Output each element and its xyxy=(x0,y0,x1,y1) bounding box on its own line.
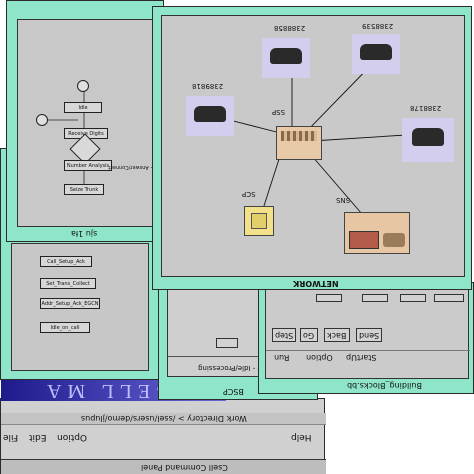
server-cabinet-icon xyxy=(251,213,267,229)
scp-node[interactable] xyxy=(244,206,274,236)
phone-node-2389818-label: 2389818 xyxy=(192,82,224,90)
bscp-title: BSCP xyxy=(223,387,244,396)
telephone-icon xyxy=(360,44,392,60)
flow-box-lower-2: Addr_Setup_Ack_EGCN xyxy=(40,298,100,309)
blocks-top-btn-1[interactable] xyxy=(316,294,342,302)
phone-node-2388539[interactable] xyxy=(352,34,400,74)
flow-window: Idle Receive Digits Number Analysis Seiz… xyxy=(6,0,168,242)
telephone-icon xyxy=(270,48,302,64)
menu-bar: File Edit Option Help xyxy=(1,431,326,445)
flow-box-seize: Seize Trunk xyxy=(64,184,104,195)
telephone-icon xyxy=(412,128,444,146)
left-lower-canvas: Idle_on_call Addr_Setup_Ack_EGCN Set_Tra… xyxy=(11,243,149,371)
go-button[interactable]: Go xyxy=(300,328,318,342)
start-circle-icon xyxy=(77,80,89,92)
building-blocks-window: Step Go Back Send Run Option StartUp Bui… xyxy=(258,282,474,394)
blocks-menu-option[interactable]: Option xyxy=(306,353,333,362)
bscp-status-row: BSCP - Idle/Processing xyxy=(168,356,310,378)
blocks-menu-run[interactable]: Run xyxy=(274,353,290,362)
work-directory-label: Work Directory > /ssel/users/demo/jlupus xyxy=(81,414,247,423)
flow-box-lower-3: Set_Trans_Collect xyxy=(40,278,96,289)
sns-node[interactable] xyxy=(344,212,410,254)
switch-rack-icon xyxy=(281,131,317,141)
step-button[interactable]: Step xyxy=(272,328,296,342)
blocks-title: Building_Blocks.bb xyxy=(347,381,422,390)
dial-knobs-icon xyxy=(383,233,405,247)
telephone-icon xyxy=(194,106,226,122)
blocks-menu-bar: Run Option StartUp xyxy=(266,350,470,364)
flow-box-analysis: Number Analysis xyxy=(64,160,112,171)
send-button[interactable]: Send xyxy=(356,328,382,342)
scp-label: SCP xyxy=(242,190,256,198)
phone-node-2388858[interactable] xyxy=(262,38,310,78)
bscp-small-button[interactable] xyxy=(216,338,238,348)
flow-box-idle: Idle xyxy=(64,102,102,113)
alt-circle-icon xyxy=(36,114,48,126)
back-button[interactable]: Back xyxy=(324,328,350,342)
phone-node-2389818[interactable] xyxy=(186,96,234,136)
display-screen-icon xyxy=(349,231,379,249)
blocks-top-btn-3[interactable] xyxy=(400,294,426,302)
network-canvas: 2388858 2388539 2389818 2388178 SSP SCP … xyxy=(161,15,465,277)
blocks-canvas: Step Go Back Send Run Option StartUp xyxy=(265,287,470,379)
network-window: 2388858 2388539 2389818 2388178 SSP SCP … xyxy=(152,6,472,290)
command-panel-window: CSELL MA Work Directory > /ssel/users/de… xyxy=(0,377,326,474)
command-panel-titlebar: Csell Command Panel xyxy=(1,459,326,474)
ssp-node[interactable] xyxy=(276,126,322,160)
phone-node-2388539-label: 2388539 xyxy=(362,22,394,30)
network-window-title: NETWORK xyxy=(293,279,339,288)
menu-edit[interactable]: Edit xyxy=(29,432,47,442)
menu-option[interactable]: Option xyxy=(57,432,88,442)
blocks-top-btn-2[interactable] xyxy=(362,294,388,302)
phone-node-2388178[interactable] xyxy=(402,118,454,162)
blocks-menu-startup[interactable]: StartUp xyxy=(346,353,377,362)
flow-window-title: sju 1ƚa xyxy=(71,229,98,238)
blocks-top-btn-4[interactable] xyxy=(434,294,464,302)
flow-box-lower-1: Idle_on_call xyxy=(40,322,90,333)
ssp-label: SSP xyxy=(272,108,286,116)
phone-node-2388178-label: 2388178 xyxy=(410,104,442,112)
menu-file[interactable]: File xyxy=(3,432,19,442)
phone-node-2388858-label: 2388858 xyxy=(274,24,306,32)
flow-box-lower-4: Call_Setup_Ack xyxy=(40,256,92,267)
menu-help[interactable]: Help xyxy=(291,432,312,442)
work-directory-row: Work Directory > /ssel/users/demo/jlupus xyxy=(1,413,326,425)
flow-canvas: Idle Receive Digits Number Analysis Seiz… xyxy=(17,19,168,227)
command-panel-title: Csell Command Panel xyxy=(141,463,228,472)
sns-label: SNS xyxy=(336,196,351,204)
